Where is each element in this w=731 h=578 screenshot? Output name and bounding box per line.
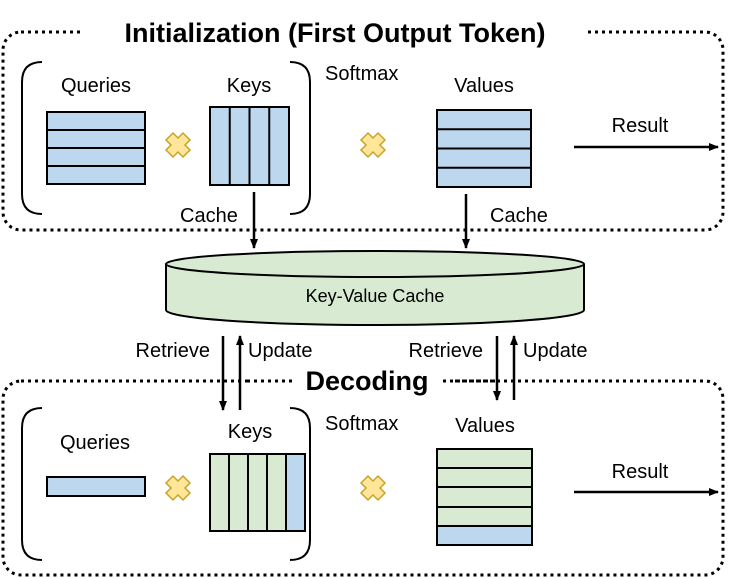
keys-matrix [209,106,290,186]
decoding-title: Decoding [305,366,428,396]
left-bracket [21,61,43,215]
right-bracket [289,61,311,215]
keys-matrix [209,453,306,532]
decoding-border [1,379,725,577]
update-label-left: Update [248,340,313,362]
kv-cache-cylinder: Key-Value Cache [165,250,585,326]
right-transfer: Retrieve Update [409,335,588,401]
values-label: Values [454,75,514,97]
decoding-panel: Decoding Queries Keys Softmax Values [1,363,725,577]
right-bracket [289,407,311,561]
values-matrix [436,448,533,546]
left-transfer: Retrieve Update [136,335,313,411]
update-label-right: Update [523,340,588,362]
values-label: Values [455,415,515,437]
queries-matrix [46,111,146,185]
values-matrix [436,109,532,188]
keys-label: Keys [228,421,272,443]
multiply-icon [164,474,192,502]
keys-label: Keys [227,75,271,97]
initialization-panel: Initialization (First Output Token) Quer… [1,14,725,232]
retrieve-label-left: Retrieve [136,340,210,362]
queries-label: Queries [60,432,130,454]
left-bracket [21,407,43,561]
initialization-border [1,30,725,232]
multiply-icon [359,474,387,502]
initialization-title: Initialization (First Output Token) [125,18,546,48]
cache-label-left: Cache [180,205,238,227]
query-vector [46,476,146,497]
cache-label-right: Cache [490,205,548,227]
multiply-icon [164,131,192,159]
result-label: Result [612,115,669,137]
kv-cache-label: Key-Value Cache [306,286,445,306]
result-label: Result [612,461,669,483]
retrieve-label-right: Retrieve [409,340,483,362]
multiply-icon [359,131,387,159]
softmax-label: Softmax [325,413,398,435]
softmax-label: Softmax [325,63,398,85]
queries-label: Queries [61,75,131,97]
